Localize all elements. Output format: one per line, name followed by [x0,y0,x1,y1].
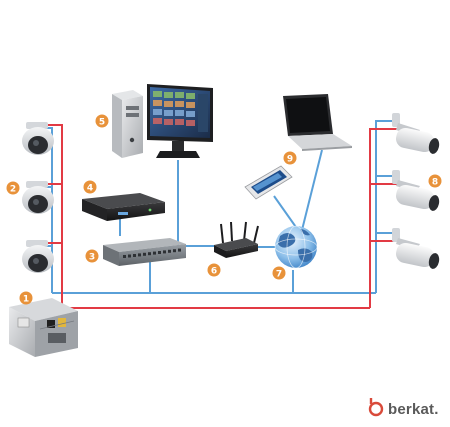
svg-text:4: 4 [87,183,93,193]
badge-6: 6 [207,263,221,277]
badge-7: 7 [272,266,286,280]
dome-camera-icon [22,181,54,214]
bullet-camera-icon [392,228,440,269]
bullet-camera-icon [392,113,440,154]
svg-text:1: 1 [23,294,29,304]
berkat-logo-icon [368,398,384,417]
svg-text:3: 3 [89,252,95,262]
badge-4: 4 [83,180,97,194]
smartphone-icon [244,165,293,200]
badge-9: 9 [283,151,297,165]
badge-1: 1 [19,291,33,305]
badge-2: 2 [6,181,20,195]
svg-text:9: 9 [287,154,293,164]
svg-text:8: 8 [432,177,438,187]
svg-text:2: 2 [10,184,16,194]
internet-globe-icon [274,225,318,269]
svg-text:6: 6 [211,266,217,276]
svg-text:5: 5 [99,117,105,127]
network-switch-icon [103,238,186,266]
badge-5: 5 [95,114,109,128]
wifi-router-icon [214,221,259,258]
laptop-icon [283,94,352,151]
dome-camera-icon [22,122,54,155]
svg-text:7: 7 [276,269,282,279]
badge-3: 3 [85,249,99,263]
nvr-recorder-icon [82,193,165,221]
power-supply-box-icon [9,298,78,357]
dome-camera-icon [22,240,54,273]
watermark-brand: berkat. [388,401,439,418]
bullet-camera-icon [392,170,440,211]
badge-8: 8 [428,174,442,188]
computer-workstation-icon [112,84,213,158]
